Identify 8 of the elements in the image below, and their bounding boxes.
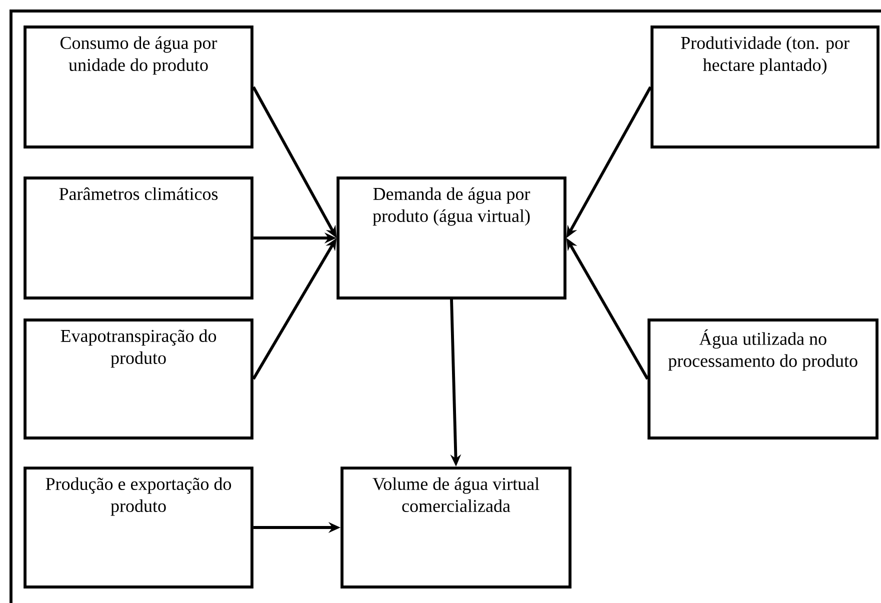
process-box: Produtividade (ton. por hectare plantado) (650, 26, 880, 148)
process-box: Volume de água virtual comercializada (340, 466, 572, 588)
process-box: Consumo de água por unidade do produto (24, 26, 254, 148)
process-box: Parâmetros climáticos (24, 176, 254, 300)
process-box: Produção e exportação do produto (24, 466, 254, 588)
process-box: Água utilizada no processamento do produto (648, 318, 878, 440)
process-box: Evapotranspiração do produto (24, 318, 254, 440)
process-box: Demanda de água por produto (água virtual) (336, 176, 566, 300)
